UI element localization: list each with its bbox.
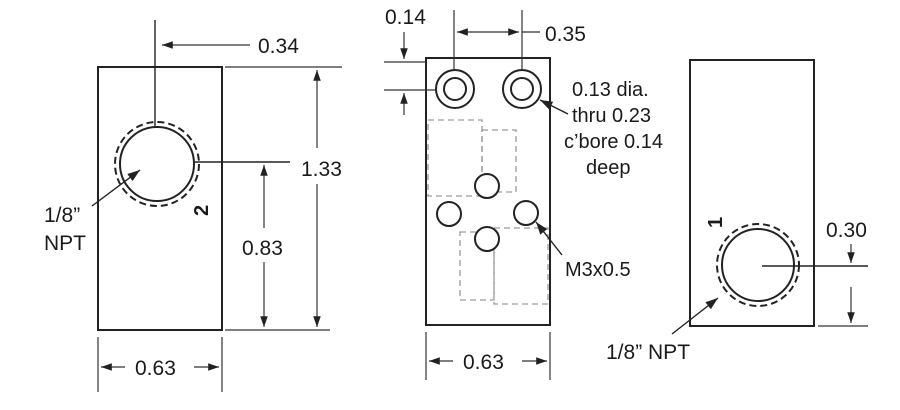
cbore-hole-left-inner: [443, 77, 467, 101]
right-npt-callout: 1/8” NPT: [606, 341, 690, 364]
left-npt-thread-circle: [114, 121, 200, 207]
left-npt-callout-line2: NPT: [44, 232, 86, 255]
right-npt-port: [721, 228, 795, 302]
hidden-passage-3: [459, 231, 495, 301]
cbore-note-leader: [539, 99, 569, 115]
cbore-note-line3: c’bore 0.14: [564, 131, 663, 153]
dim-left-hole-x: 0.34: [258, 35, 299, 58]
dim-mid-width: 0.63: [463, 351, 504, 374]
dim-bore-y: 0.14: [385, 6, 426, 29]
m3-hole-3: [513, 200, 539, 226]
right-view: 1 0.30 1/8” NPT: [606, 59, 868, 364]
dim-left-hole-y: 0.83: [242, 237, 283, 260]
dim-bore-spacing: 0.35: [545, 23, 586, 46]
m3-hole-4: [474, 226, 500, 252]
m3-hole-1: [474, 173, 500, 199]
dim-left-height: 1.33: [301, 158, 342, 181]
left-npt-callout-line1: 1/8”: [44, 204, 80, 227]
hidden-passage-2: [481, 129, 517, 193]
cbore-hole-right-inner: [510, 77, 534, 101]
m3-hole-2: [436, 201, 462, 227]
middle-view: 0.14 0.35 0.13 dia. thru 0.23 c’bore 0.1…: [384, 6, 663, 380]
left-npt-leader: [91, 169, 141, 207]
hidden-passage-4: [493, 227, 549, 305]
right-npt-thread-circle: [716, 223, 800, 307]
cbore-note-line1: 0.13 dia.: [572, 79, 649, 101]
left-port-number: 2: [191, 205, 213, 216]
m3-callout-leader: [535, 221, 563, 256]
left-view: 0.34 1.33 0.83 0.63 1/8” NPT 2: [44, 20, 342, 392]
right-port-number: 1: [705, 217, 727, 228]
left-npt-port: [119, 126, 195, 202]
dim-left-width: 0.63: [135, 357, 176, 380]
right-npt-leader: [671, 297, 719, 335]
cbore-note-line2: thru 0.23: [572, 105, 651, 127]
cbore-note-line4: deep: [586, 157, 631, 179]
dim-right-hole-y: 0.30: [826, 219, 867, 242]
m3-callout: M3x0.5: [565, 259, 631, 281]
